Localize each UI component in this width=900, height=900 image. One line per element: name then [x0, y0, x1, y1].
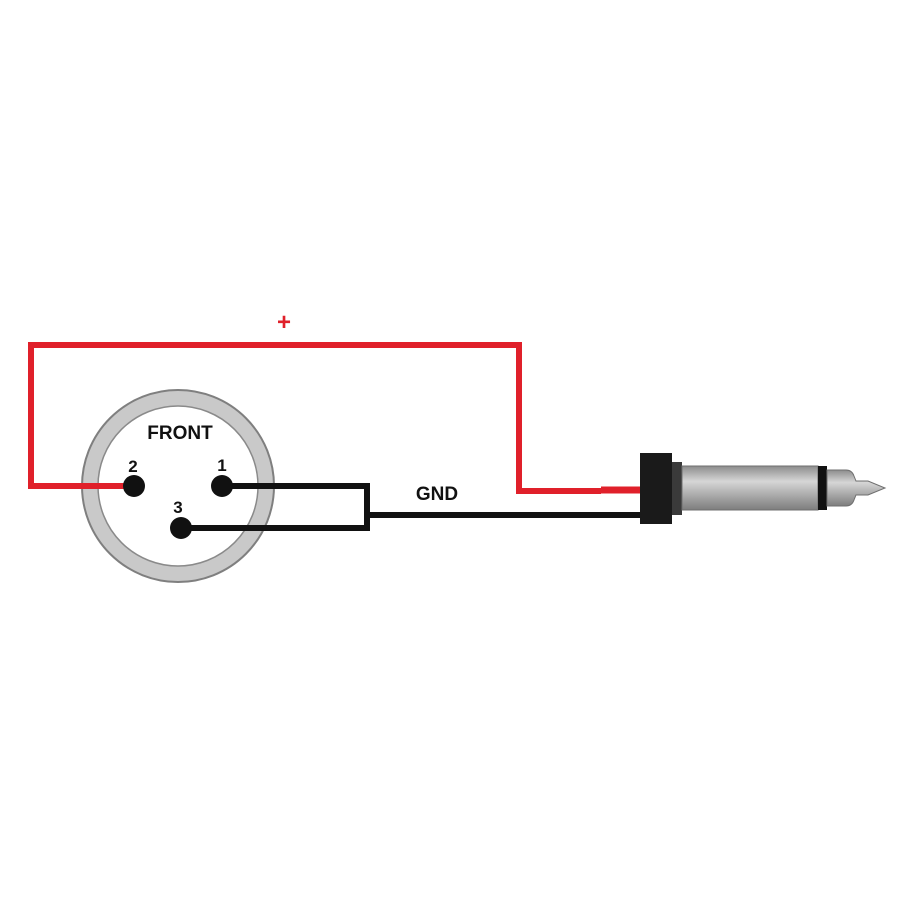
- ground-label: GND: [416, 484, 458, 505]
- plug-sleeve: [681, 465, 819, 511]
- front-label: FRONT: [147, 423, 213, 444]
- pin-1-label: 1: [217, 456, 226, 475]
- pin-1: [211, 475, 233, 497]
- pin-3-label: 3: [173, 498, 182, 517]
- pin-3: [170, 517, 192, 539]
- plug-collar-edge: [672, 462, 682, 515]
- positive-wire: [28, 342, 601, 494]
- ground-wire-pin1: [181, 483, 370, 531]
- plug-insulator-ring: [818, 466, 827, 510]
- pin-2-label: 2: [128, 457, 137, 476]
- plug-collar: [640, 453, 672, 524]
- plug-tip: [826, 469, 887, 507]
- positive-label: +: [277, 309, 291, 336]
- pin-2: [123, 475, 145, 497]
- ts-plug: [640, 453, 887, 524]
